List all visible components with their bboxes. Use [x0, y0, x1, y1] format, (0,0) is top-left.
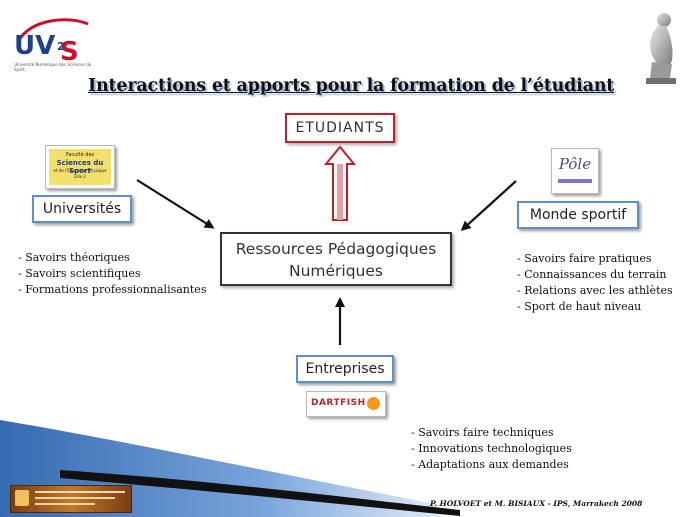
monde-sportif-label: Monde sportif	[530, 207, 626, 223]
faculte-logo-line4: Lille 2	[49, 174, 111, 179]
list-item: - Connaissances du terrain	[517, 267, 673, 283]
faculte-logo-line1: Faculté des	[50, 152, 110, 158]
etudiants-box: ETUDIANTS	[285, 113, 395, 143]
universites-box: Universités	[32, 195, 132, 223]
list-item: - Sport de haut niveau	[517, 299, 673, 315]
pole-logo: Pôle	[551, 148, 599, 194]
pole-logo-text: Pôle	[552, 155, 598, 173]
footer-credit: P. HOLVOET et M. BISIAUX - IPS, Marrakec…	[430, 499, 642, 508]
list-item: - Innovations technologiques	[411, 441, 572, 457]
center-label-line1: Ressources Pédagogiques	[222, 238, 450, 260]
monde-sportif-list: - Savoirs faire pratiques - Connaissance…	[517, 251, 673, 315]
arrow-monde-sportif-to-center	[463, 181, 516, 229]
monde-sportif-box: Monde sportif	[517, 201, 639, 229]
dartfish-logo-text: DARTFISH	[311, 398, 366, 408]
faculte-logo-line3: et de l'Education Physique	[49, 168, 111, 173]
arrow-to-etudiants	[326, 147, 354, 220]
conference-badge	[10, 485, 132, 513]
dartfish-logo: DARTFISH	[306, 391, 386, 417]
list-item: - Savoirs faire pratiques	[517, 251, 673, 267]
center-resources-box: Ressources Pédagogiques Numériques	[220, 232, 452, 286]
arrow-universites-to-center	[137, 180, 212, 227]
list-item: - Relations avec les athlètes	[517, 283, 673, 299]
entreprises-box: Entreprises	[296, 355, 394, 383]
list-item: - Adaptations aux demandes	[411, 457, 572, 473]
entreprises-list: - Savoirs faire techniques - Innovations…	[411, 425, 572, 473]
dartfish-icon	[367, 397, 380, 410]
universites-list: - Savoirs théoriques - Savoirs scientifi…	[18, 250, 206, 298]
list-item: - Formations professionnalisantes	[18, 282, 206, 298]
center-label-line2: Numériques	[222, 260, 450, 282]
list-item: - Savoirs faire techniques	[411, 425, 572, 441]
list-item: - Savoirs théoriques	[18, 250, 206, 266]
universites-label: Universités	[43, 201, 121, 217]
etudiants-label: ETUDIANTS	[295, 120, 384, 136]
faculte-logo: Faculté des Sciences du Sport et de l'Ed…	[45, 145, 115, 189]
entreprises-label: Entreprises	[305, 361, 384, 377]
list-item: - Savoirs scientifiques	[18, 266, 206, 282]
